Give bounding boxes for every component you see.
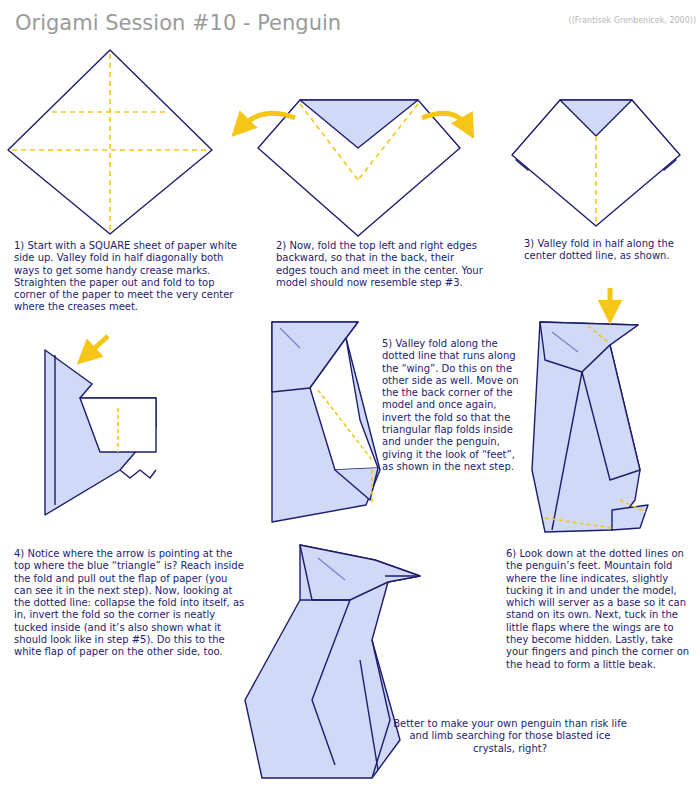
closing-note: Better to make your own penguin than ris… (390, 718, 630, 755)
step-text: 1) Start with a SQUARE sheet of paper wh… (14, 240, 244, 314)
step-text: 6) Look down at the dotted lines on the … (506, 548, 694, 671)
step-text: 2) Now, fold the top left and right edge… (276, 240, 486, 289)
page-title: Origami Session #10 - Penguin (15, 10, 341, 36)
step-text: 3) Valley fold in half along the center … (524, 238, 692, 263)
watermark: ((Frantisek Grenbenicek, 2000)) (569, 16, 696, 26)
step-text: 4) Notice where the arrow is pointing at… (14, 548, 246, 659)
step-text: 5) Valley fold along the dotted line tha… (382, 338, 524, 473)
